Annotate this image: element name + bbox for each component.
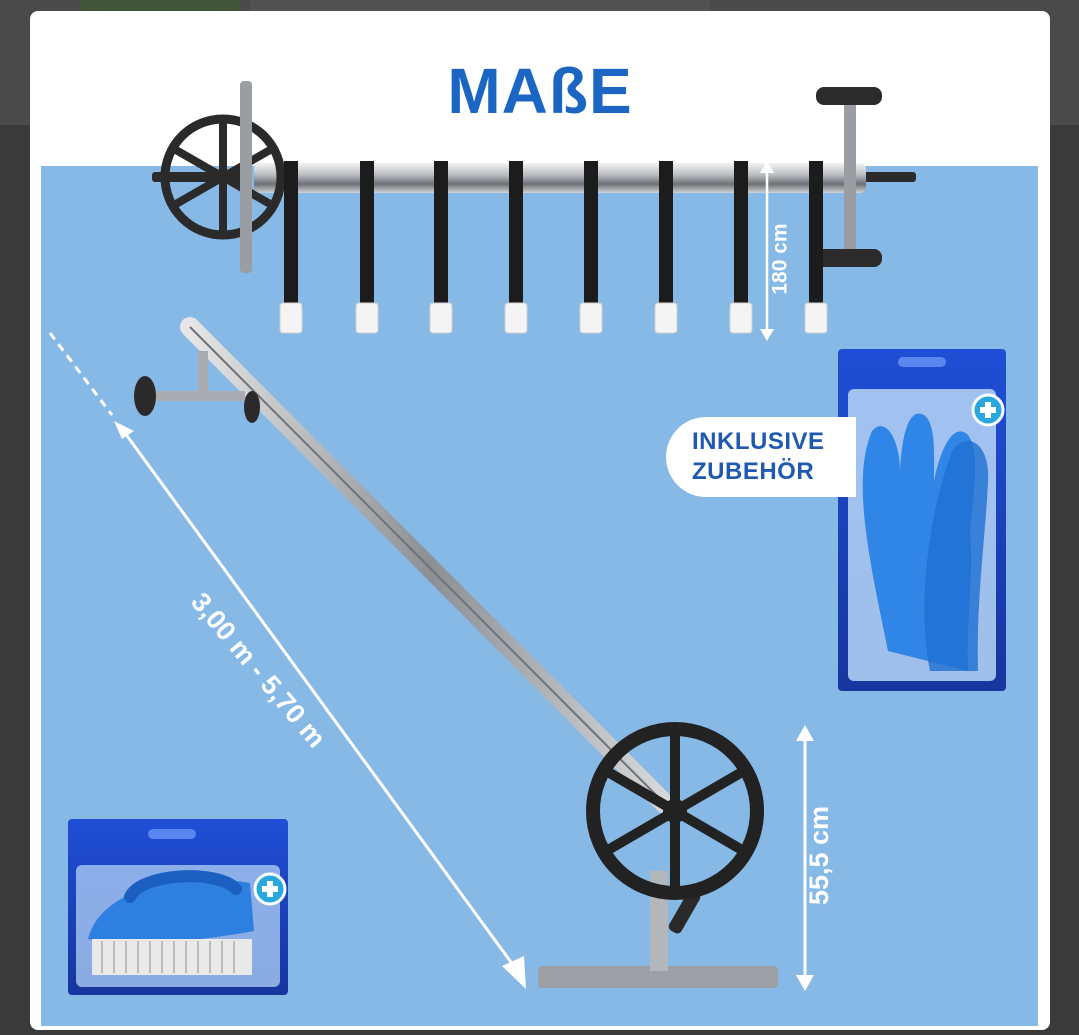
straps — [279, 161, 828, 334]
gloves-box — [838, 349, 1006, 691]
brush-box — [68, 819, 288, 995]
dimension-arrow-length — [48, 332, 526, 989]
image-modal[interactable]: MAßE — [30, 11, 1050, 1030]
dimension-arrow-height — [796, 725, 814, 991]
stand-height-label: 55,5 cm — [804, 805, 835, 906]
strap-length-label: 180 cm — [768, 223, 792, 295]
badge-line-2: ZUBEHÖR — [692, 458, 815, 485]
product-illustration — [48, 81, 1006, 995]
plus-icon — [971, 393, 1005, 427]
telescopic-roller — [134, 317, 778, 988]
accessories-badge: INKLUSIVE ZUBEHÖR — [666, 417, 856, 497]
plus-icon — [253, 872, 287, 906]
dimension-arrow-strap — [760, 161, 774, 341]
badge-line-1: INKLUSIVE — [692, 428, 825, 455]
page-title: MAßE — [447, 55, 633, 127]
roller-top-view — [152, 81, 916, 273]
